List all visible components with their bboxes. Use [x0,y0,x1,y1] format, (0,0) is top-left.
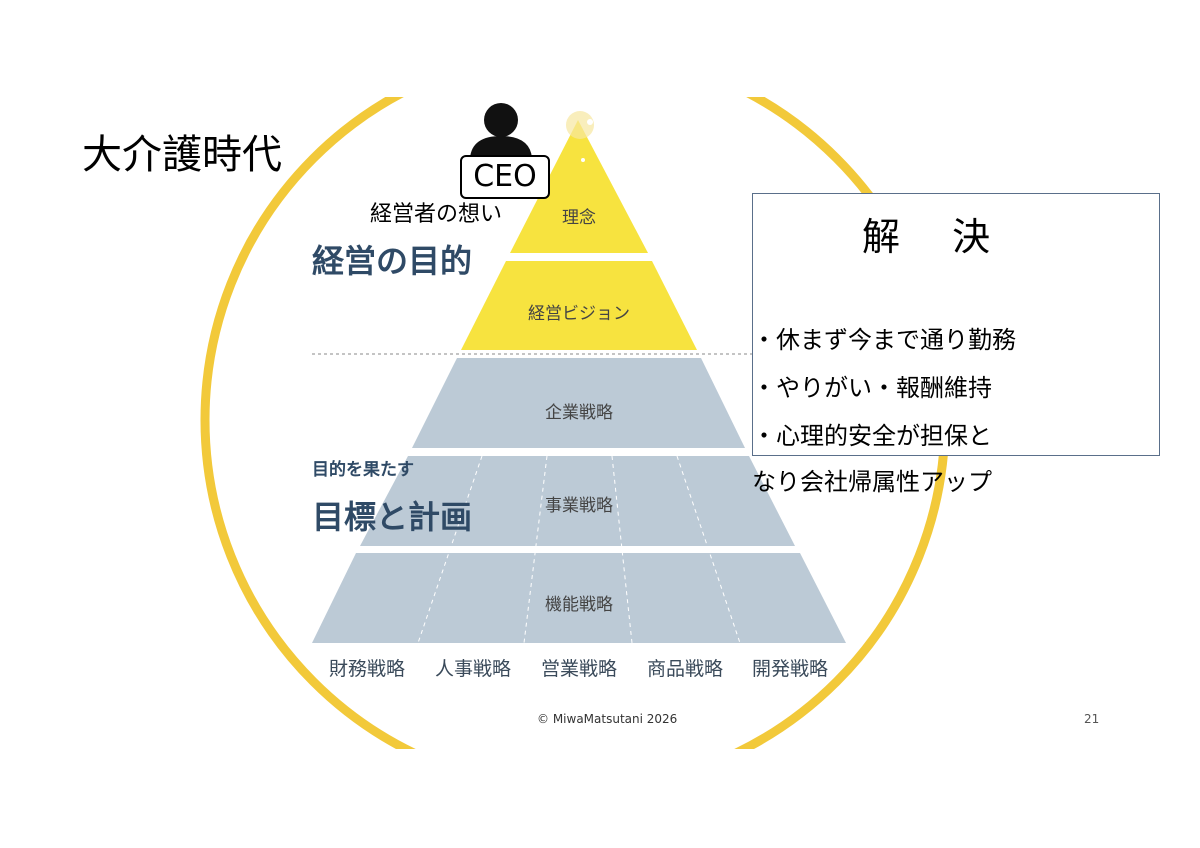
slide-title: 大介護時代 [82,132,282,178]
tier-label: 機能戦略 [545,595,613,615]
goal-sub-label: 目的を果たす [312,460,414,480]
person-icon [470,103,532,158]
solution-item: ・休まず今まで通り勤務 [752,326,1016,354]
sparkle-icon [545,111,594,162]
solution-item: ・やりがい・報酬維持 [752,374,992,402]
page-number: 21 [1084,712,1100,726]
thought-label: 経営者の想い [370,202,503,227]
copyright: © MiwaMatsutani 2026 [537,712,678,726]
tier-label: 事業戦略 [545,496,613,516]
solution-item: なり会社帰属性アップ [752,468,992,496]
function-label: 営業戦略 [540,658,618,680]
ceo-badge: CEO [460,155,550,199]
tier-philosophy [510,120,648,253]
function-label: 人事戦略 [434,658,512,680]
tier-corporate [412,358,745,448]
goal-label: 目標と計画 [312,498,473,536]
tier-label: 企業戦略 [545,403,613,423]
solution-title: 解 決 [862,215,1011,259]
tier-business [360,456,795,546]
tier-functional [312,553,846,643]
function-label: 開発戦略 [751,658,829,680]
purpose-label: 経営の目的 [312,242,473,280]
tier-label: 理念 [562,208,596,228]
function-label: 商品戦略 [646,658,724,680]
solution-box [752,193,1160,456]
solution-item: ・心理的安全が担保と [752,422,992,450]
tier-label: 経営ビジョン [528,304,630,324]
tier-vision [461,261,697,350]
function-label: 財務戦略 [328,658,406,680]
